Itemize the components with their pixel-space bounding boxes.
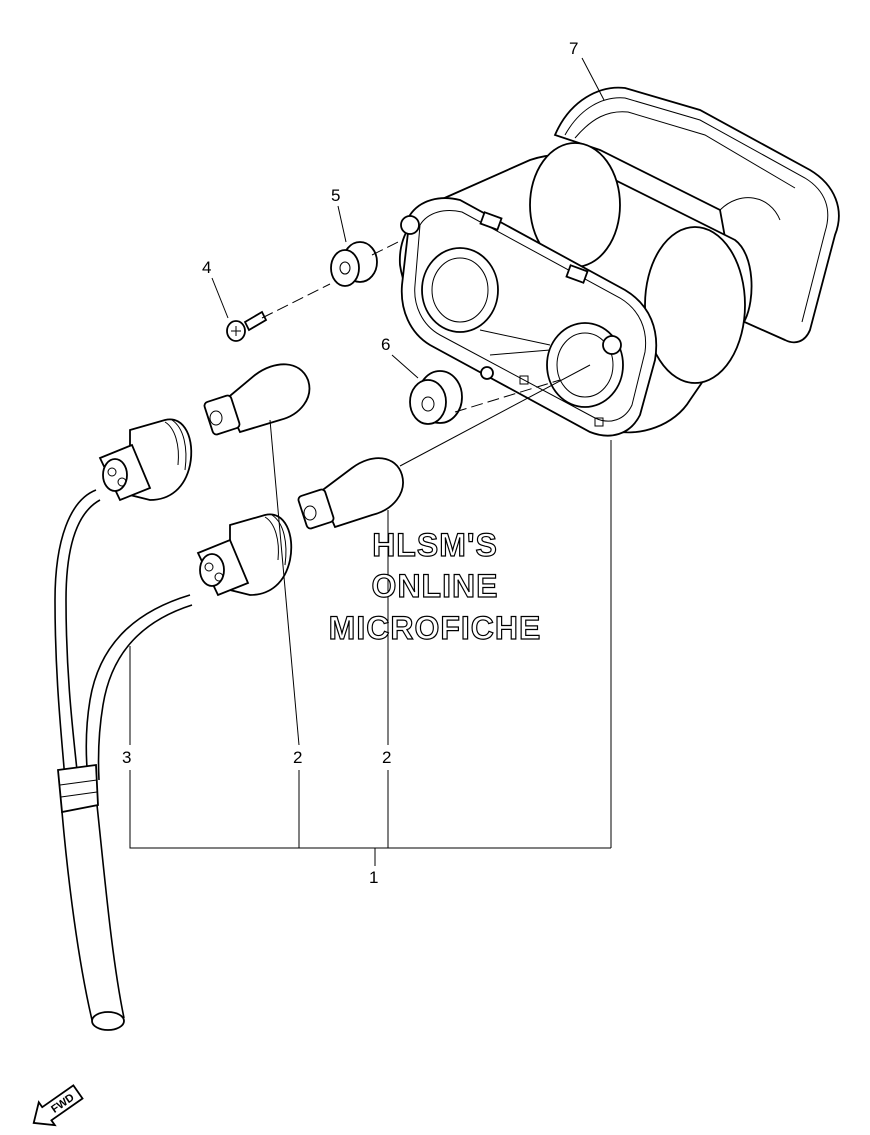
leader-lines [129, 57, 612, 866]
callout-7: 7 [569, 39, 578, 58]
screw-part-4 [226, 310, 268, 342]
callout-3: 3 [122, 748, 131, 767]
callout-5: 5 [331, 186, 340, 205]
grommet-part-5 [330, 241, 378, 287]
callout-1: 1 [369, 868, 378, 887]
lamp-housing [399, 142, 753, 437]
fwd-arrow-icon: FWD [32, 1084, 84, 1127]
tail-lens-part-7 [553, 86, 840, 344]
callout-6: 6 [381, 335, 390, 354]
bulb-part-2-lower [297, 457, 404, 530]
grommet-part-6 [409, 370, 463, 425]
watermark-line-3: MICROFICHE [329, 610, 542, 646]
callout-2-right: 2 [382, 748, 391, 767]
watermark-line-2: ONLINE [372, 568, 499, 604]
watermark-line-1: HLSM'S [372, 527, 498, 563]
bulb-part-2-upper [203, 363, 311, 436]
callout-4: 4 [202, 258, 211, 277]
socket-harness-part-3 [54, 418, 293, 1031]
callout-2-left: 2 [293, 748, 302, 767]
